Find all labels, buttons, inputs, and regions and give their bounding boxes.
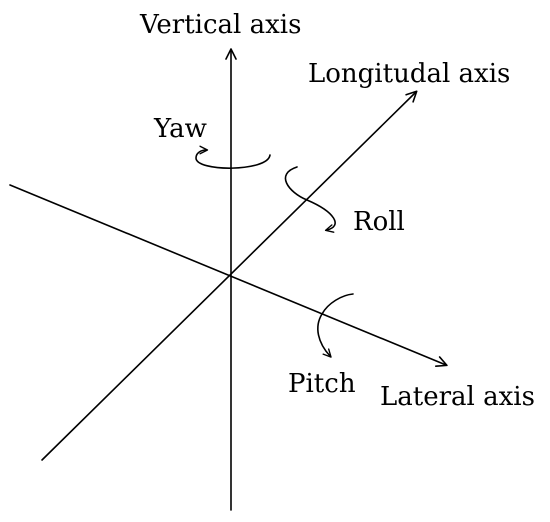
longitudinal-axis-label: Longitudal axis bbox=[308, 59, 510, 89]
roll-rotation-arrow bbox=[284, 166, 336, 233]
yaw-label: Yaw bbox=[153, 114, 207, 144]
pitch-label: Pitch bbox=[288, 369, 356, 399]
roll-label: Roll bbox=[353, 207, 405, 237]
pitch-rotation-arrow bbox=[317, 293, 354, 358]
yaw-rotation-arrow bbox=[195, 145, 271, 169]
lateral-axis-line bbox=[9, 184, 448, 367]
vertical-axis-label: Vertical axis bbox=[139, 10, 301, 40]
lateral-axis-label: Lateral axis bbox=[380, 382, 535, 412]
